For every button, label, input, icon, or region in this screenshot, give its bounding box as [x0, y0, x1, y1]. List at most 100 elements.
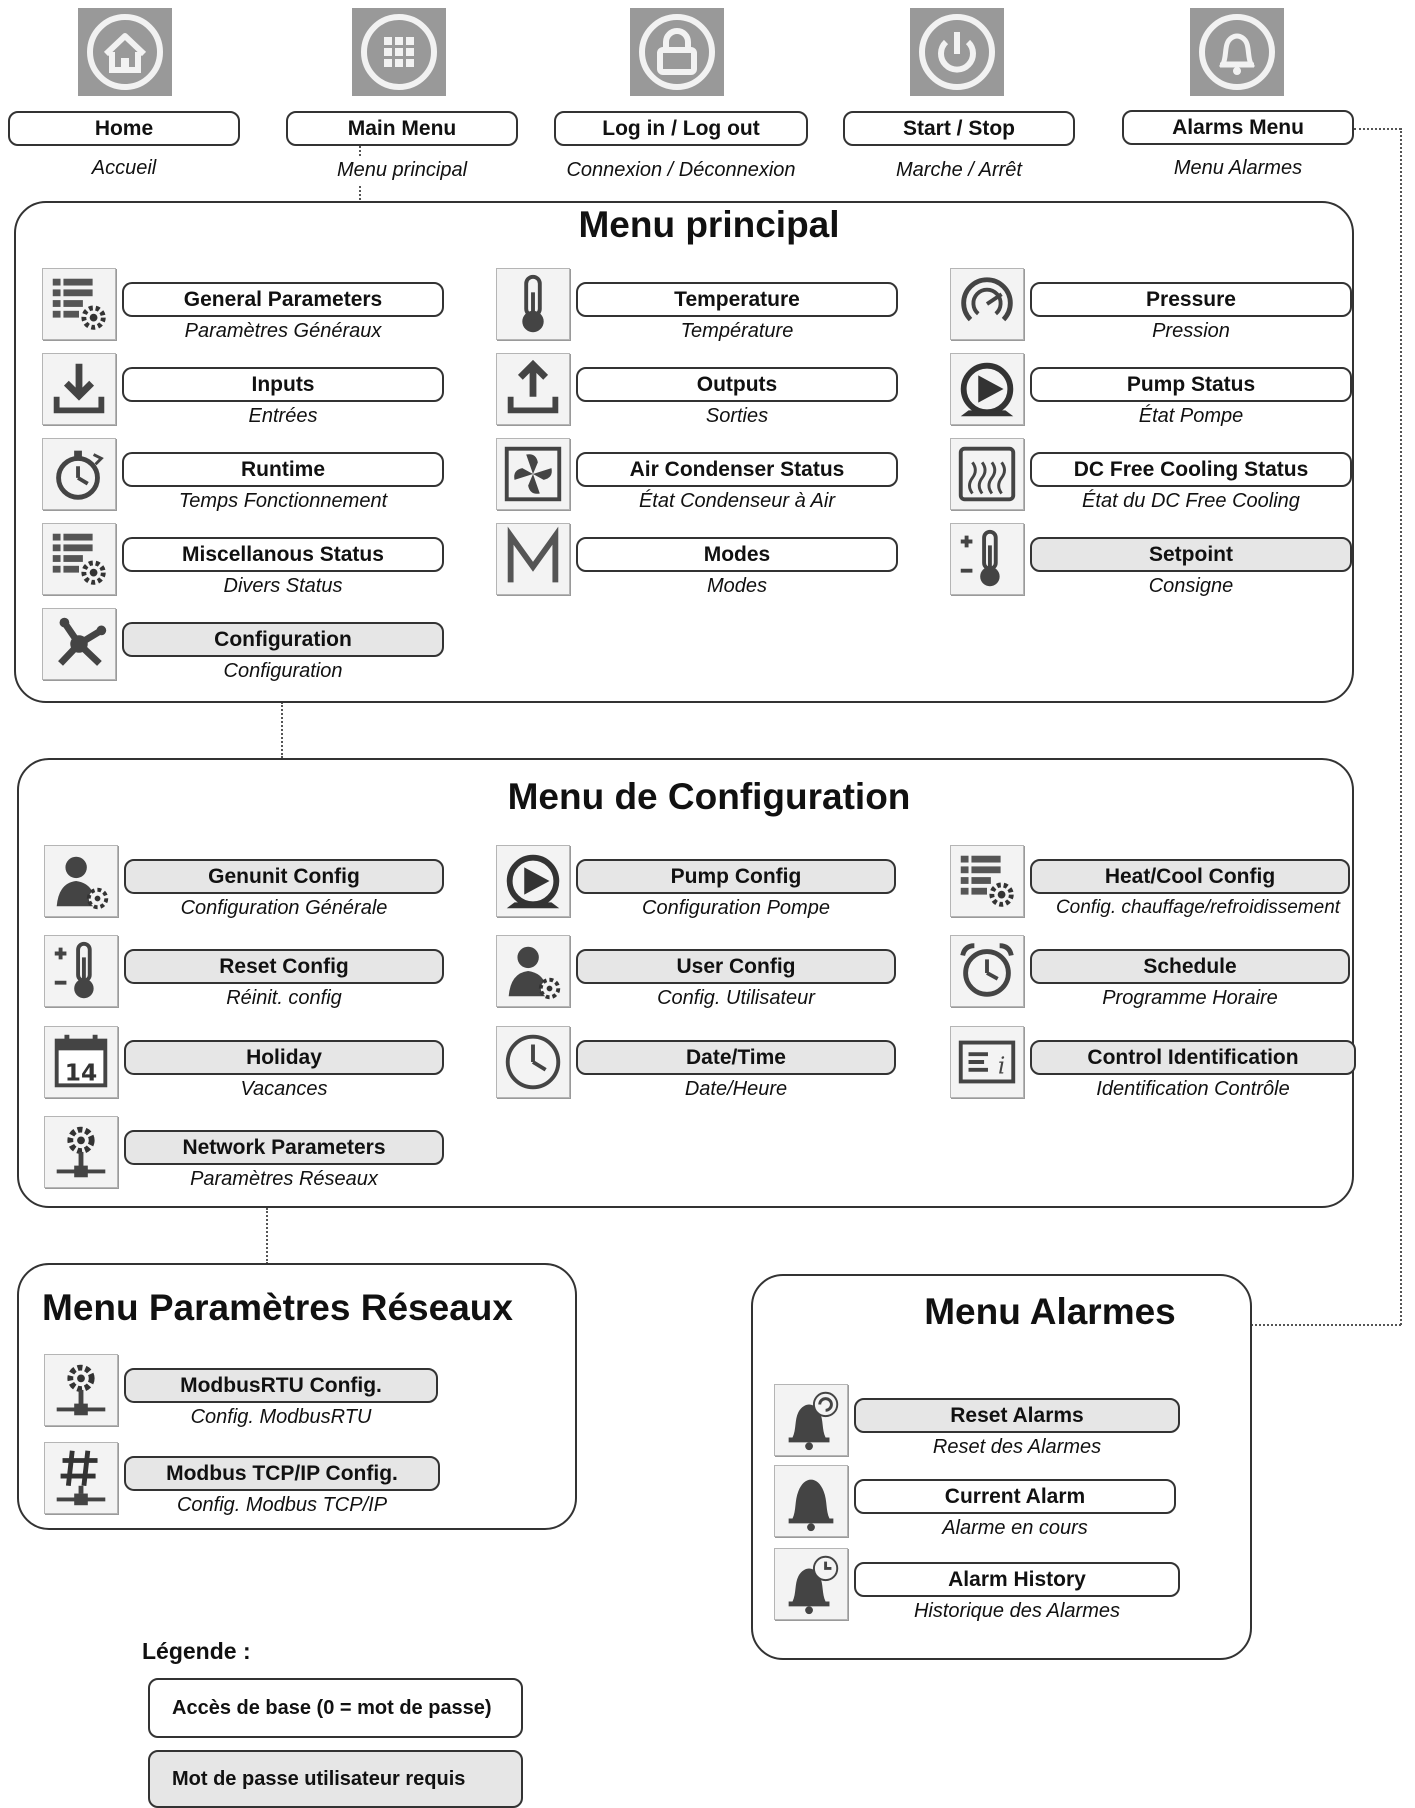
bell-reset-icon [774, 1384, 848, 1456]
user-config-button[interactable]: User Config [576, 949, 896, 984]
miscellanous-status-subtitle: Divers Status [223, 575, 343, 597]
fan-icon [496, 438, 570, 510]
bell-icon [774, 1465, 848, 1537]
bell-icon[interactable] [1190, 8, 1284, 96]
modbusrtu-config-subtitle: Config. ModbusRTU [190, 1406, 372, 1428]
configuration-subtitle: Configuration [223, 660, 343, 682]
connector-alarms-vertical [1400, 128, 1402, 1325]
control-identification-subtitle: Identification Contrôle [1096, 1078, 1290, 1100]
pump-config-subtitle: Configuration Pompe [642, 897, 830, 919]
modbusrtu-config-button[interactable]: ModbusRTU Config. [124, 1368, 438, 1403]
runtime-stopwatch-icon [42, 438, 116, 510]
parameters-list-icon [42, 523, 116, 595]
dc-free-cooling-status-button[interactable]: DC Free Cooling Status [1030, 452, 1352, 487]
connector-main-menu [359, 146, 361, 156]
thermometer-plus-minus-icon [44, 935, 118, 1007]
connector-configuration [281, 702, 283, 758]
network-gear-icon [44, 1354, 118, 1426]
current-alarm-button[interactable]: Current Alarm [854, 1479, 1176, 1514]
user-gear-icon [44, 845, 118, 917]
pressure-button[interactable]: Pressure [1030, 282, 1352, 317]
start-stop-subtitle: Marche / Arrêt [896, 159, 1022, 181]
heat-waves-icon [950, 438, 1024, 510]
user-gear-icon [496, 935, 570, 1007]
calendar-day-label: 14 [65, 1058, 97, 1086]
pump-config-button[interactable]: Pump Config [576, 859, 896, 894]
pump-status-button[interactable]: Pump Status [1030, 367, 1352, 402]
login-logout-button[interactable]: Log in / Log out [554, 111, 808, 146]
control-identification-button[interactable]: Control Identification [1030, 1040, 1356, 1075]
parameters-list-icon [42, 268, 116, 340]
login-logout-subtitle: Connexion / Déconnexion [566, 159, 796, 181]
date-time-button[interactable]: Date/Time [576, 1040, 896, 1075]
runtime-button[interactable]: Runtime [122, 452, 444, 487]
modes-button[interactable]: Modes [576, 537, 898, 572]
miscellanous-status-button[interactable]: Miscellanous Status [122, 537, 444, 572]
legend-basic-access: Accès de base (0 = mot de passe) [148, 1678, 523, 1738]
schedule-subtitle: Programme Horaire [1102, 987, 1278, 1009]
main-menu-button[interactable]: Main Menu [286, 111, 518, 146]
home-icon[interactable] [78, 8, 172, 96]
heat-cool-config-button[interactable]: Heat/Cool Config [1030, 859, 1350, 894]
pump-status-subtitle: État Pompe [1138, 405, 1244, 427]
letter-m-icon [496, 523, 570, 595]
outputs-button[interactable]: Outputs [576, 367, 898, 402]
alarm-history-subtitle: Historique des Alarmes [913, 1600, 1120, 1622]
current-alarm-subtitle: Alarme en cours [942, 1517, 1088, 1539]
general-parameters-subtitle: Paramètres Généraux [184, 320, 382, 342]
holiday-button[interactable]: Holiday [124, 1040, 444, 1075]
setpoint-subtitle: Consigne [1148, 575, 1234, 597]
schedule-button[interactable]: Schedule [1030, 949, 1350, 984]
legend-title: Légende : [142, 1638, 251, 1664]
general-parameters-button[interactable]: General Parameters [122, 282, 444, 317]
outputs-subtitle: Sorties [705, 405, 769, 427]
reset-config-button[interactable]: Reset Config [124, 949, 444, 984]
temperature-button[interactable]: Temperature [576, 282, 898, 317]
clock-icon [496, 1026, 570, 1098]
legend-user-password: Mot de passe utilisateur requis [148, 1750, 523, 1808]
pump-icon [496, 845, 570, 917]
inputs-button[interactable]: Inputs [122, 367, 444, 402]
reset-alarms-button[interactable]: Reset Alarms [854, 1398, 1180, 1433]
heat-cool-config-subtitle: Config. chauffage/refroidissement [1055, 897, 1341, 918]
alarms-menu-button[interactable]: Alarms Menu [1122, 110, 1354, 145]
air-condenser-status-button[interactable]: Air Condenser Status [576, 452, 898, 487]
reset-config-subtitle: Réinit. config [226, 987, 342, 1009]
config-menu-title: Menu de Configuration [507, 776, 911, 817]
thermometer-icon [496, 268, 570, 340]
download-icon [42, 353, 116, 425]
pump-icon [950, 353, 1024, 425]
setpoint-button[interactable]: Setpoint [1030, 537, 1352, 572]
modbus-tcpip-config-button[interactable]: Modbus TCP/IP Config. [124, 1456, 440, 1491]
start-stop-button[interactable]: Start / Stop [843, 111, 1075, 146]
temperature-subtitle: Température [680, 320, 794, 342]
svg-text:i: i [998, 1052, 1005, 1080]
lock-icon[interactable] [630, 8, 724, 96]
dc-free-cooling-status-subtitle: État du DC Free Cooling [1082, 490, 1300, 512]
network-menu-title: Menu Paramètres Réseaux [42, 1287, 513, 1328]
info-card-icon: i [950, 1026, 1024, 1098]
calendar-icon: 14 [44, 1026, 118, 1098]
main-menu-subtitle: Menu principal [336, 159, 468, 181]
power-icon[interactable] [910, 8, 1004, 96]
home-button[interactable]: Home [8, 111, 240, 146]
network-gear-icon [44, 1116, 118, 1188]
modes-subtitle: Modes [706, 575, 768, 597]
inputs-subtitle: Entrées [248, 405, 318, 427]
configuration-icon [42, 608, 116, 680]
air-condenser-status-subtitle: État Condenseur à Air [638, 490, 836, 512]
pressure-subtitle: Pression [1152, 320, 1230, 342]
parameters-list-icon [950, 845, 1024, 917]
grid-menu-icon[interactable] [352, 8, 446, 96]
connector-alarms-top [1354, 128, 1401, 130]
network-hash-icon [44, 1442, 118, 1514]
alarm-history-button[interactable]: Alarm History [854, 1562, 1180, 1597]
user-config-subtitle: Config. Utilisateur [657, 987, 815, 1009]
network-parameters-button[interactable]: Network Parameters [124, 1130, 444, 1165]
bell-history-icon [774, 1548, 848, 1620]
home-subtitle: Accueil [91, 157, 157, 179]
alarms-menu-subtitle: Menu Alarmes [1173, 157, 1303, 179]
configuration-button[interactable]: Configuration [122, 622, 444, 657]
genunit-config-button[interactable]: Genunit Config [124, 859, 444, 894]
genunit-config-subtitle: Configuration Générale [180, 897, 388, 919]
